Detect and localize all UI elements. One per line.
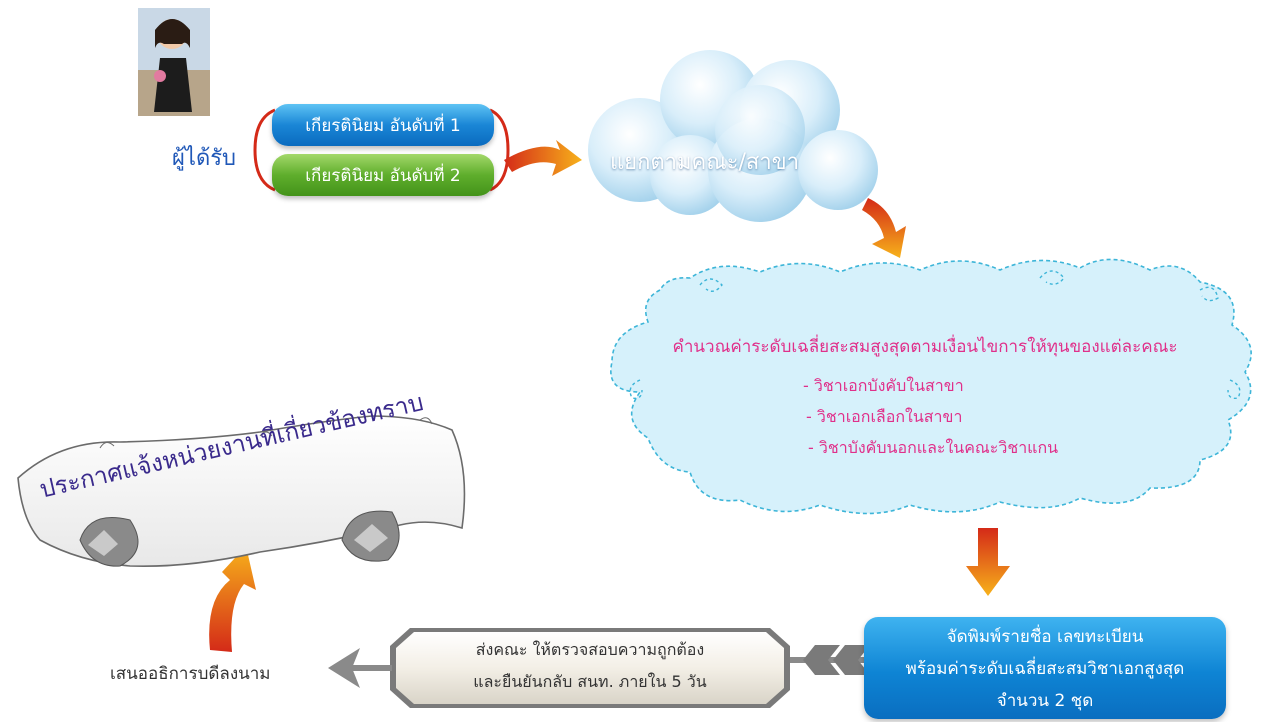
bubble-cloud xyxy=(588,50,878,222)
arrow-to-send xyxy=(770,645,870,675)
recipients-label: ผู้ได้รับ xyxy=(172,146,237,171)
arrow-to-calc xyxy=(862,198,906,258)
print-box: จัดพิมพ์รายชื่อ เลขทะเบียน พร้อมค่าระดับ… xyxy=(864,617,1226,719)
calc-cloud xyxy=(610,258,1252,515)
print-line-1: จัดพิมพ์รายชื่อ เลขทะเบียน xyxy=(946,627,1144,647)
send-box: ส่งคณะ ให้ตรวจสอบความถูกต้อง และยืนยันกล… xyxy=(410,634,770,698)
cloud-label: แยกตามคณะ/สาขา xyxy=(610,150,800,175)
calc-item-2: - วิชาเอกเลือกในสาขา xyxy=(806,407,963,426)
print-line-3: จำนวน 2 ชุด xyxy=(996,691,1094,711)
arrow-to-propose xyxy=(328,648,392,688)
arrow-to-cloud xyxy=(504,140,582,176)
honor-2-pill: เกียรตินิยม อันดับที่ 2 xyxy=(272,154,494,196)
scroll-banner xyxy=(17,415,466,568)
arrow-to-print xyxy=(966,528,1010,596)
bracket-right xyxy=(489,108,510,192)
arrow-to-banner xyxy=(209,546,256,652)
send-line-1: ส่งคณะ ให้ตรวจสอบความถูกต้อง xyxy=(475,640,705,659)
send-line-2: และยืนยันกลับ สนท. ภายใน 5 วัน xyxy=(473,672,707,691)
bracket-left xyxy=(253,108,276,192)
calc-item-3: - วิชาบังคับนอกและในคณะวิชาแกน xyxy=(808,438,1059,457)
calc-title: คำนวณค่าระดับเฉลี่ยสะสมสูงสุดตามเงื่อนไข… xyxy=(672,337,1178,357)
send-box-shape xyxy=(390,628,790,708)
avatar xyxy=(138,8,210,116)
calc-item-1: - วิชาเอกบังคับในสาขา xyxy=(803,376,964,395)
honor-1-pill: เกียรตินิยม อันดับที่ 1 xyxy=(272,104,494,146)
print-line-2: พร้อมค่าระดับเฉลี่ยสะสมวิชาเอกสูงสุด xyxy=(905,659,1185,679)
avatar-photo xyxy=(138,8,210,116)
propose-label: เสนออธิการบดีลงนาม xyxy=(110,664,271,684)
